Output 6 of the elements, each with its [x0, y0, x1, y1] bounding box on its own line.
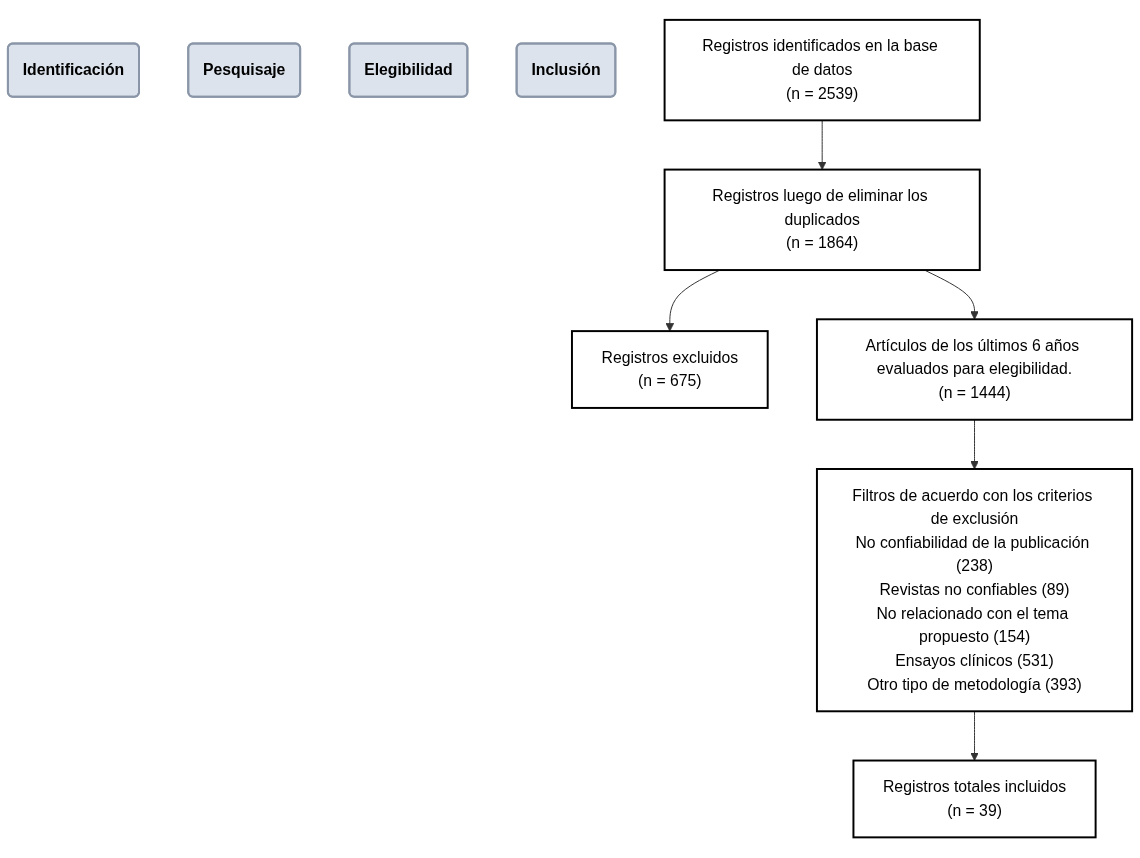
node-box: Filtros de acuerdo con los criterios de exclusión No confiabilidad de la publicación (238) Revistas no confiables (89) No relacionado con el tema propuesto (154) Ensayos clínicos (531) Otro tipo de metodología (393)	[815, 468, 1134, 713]
node-box: Artículos de los últimos 6 años evaluados para elegibilidad. (n = 1444)	[815, 318, 1134, 422]
node-box: Registros luego de eliminar los duplicados (n = 1864)	[663, 168, 981, 272]
node-box: Registros totales incluidos (n = 39)	[852, 759, 1097, 839]
node-box: Registros identificados en la base de datos (n = 2539)	[663, 19, 981, 122]
node-box: Registros excluidos (n = 675)	[570, 330, 769, 410]
